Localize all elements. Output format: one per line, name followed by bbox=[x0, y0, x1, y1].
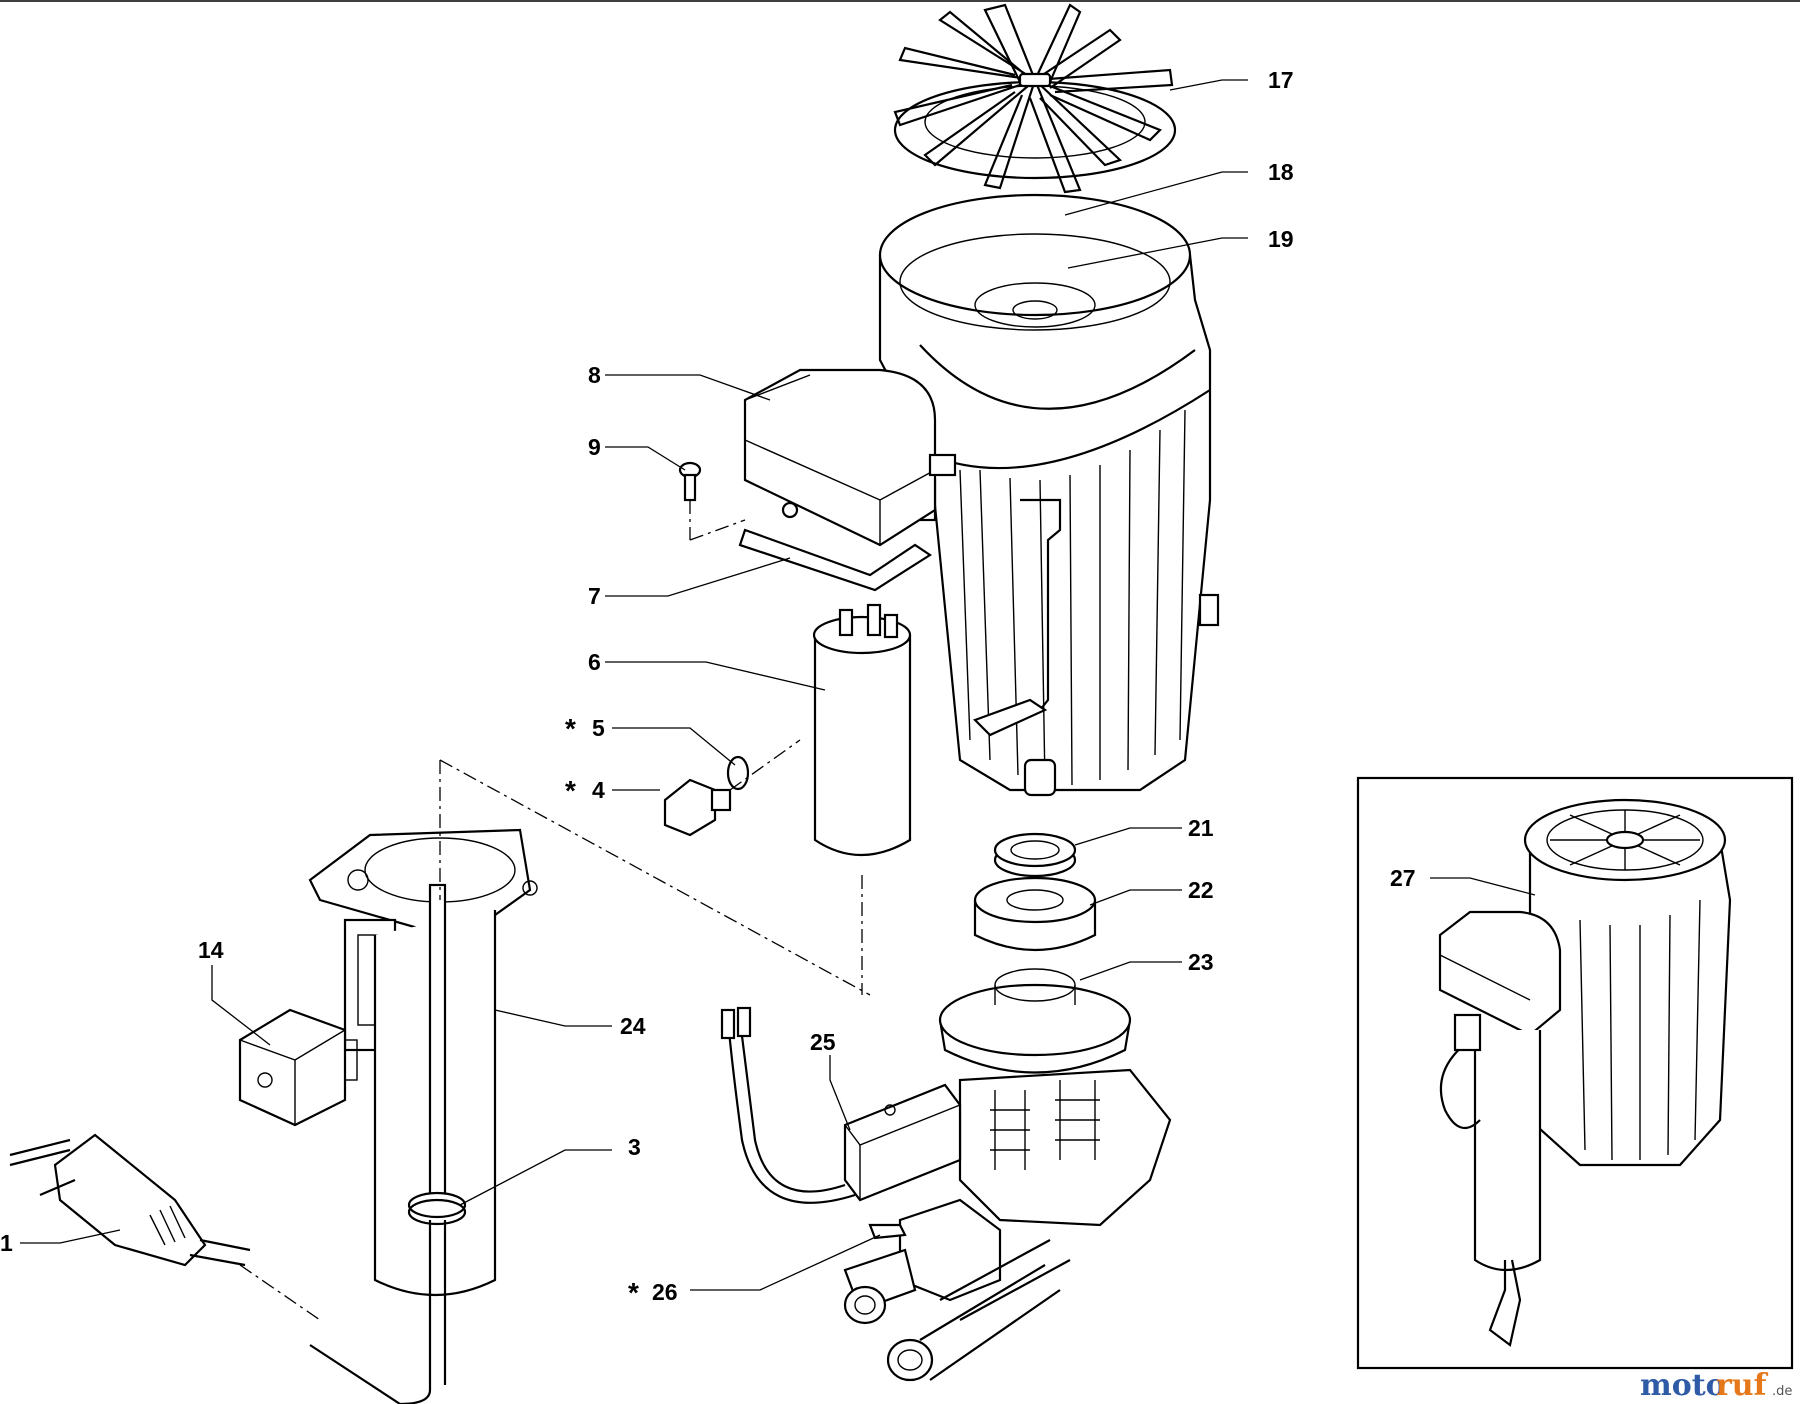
label-3: 3 bbox=[628, 1134, 641, 1160]
pump-head bbox=[843, 1068, 1172, 1382]
o-ring-plug bbox=[726, 755, 750, 791]
label-9: 9 bbox=[588, 434, 601, 460]
asterisk-26: * bbox=[628, 1277, 639, 1308]
drain-plug bbox=[663, 739, 801, 837]
bearing-housing bbox=[973, 876, 1097, 952]
label-23: 23 bbox=[1188, 949, 1214, 975]
assembled-unit-inset bbox=[1356, 776, 1794, 1370]
pump-flange bbox=[938, 968, 1132, 1074]
asterisk-4: * bbox=[565, 775, 576, 806]
pressure-switch bbox=[720, 1006, 962, 1204]
cable-grommet bbox=[407, 1191, 467, 1226]
label-24: 24 bbox=[620, 1013, 646, 1039]
label-22: 22 bbox=[1188, 877, 1214, 903]
label-8: 8 bbox=[588, 362, 601, 388]
fan-impeller bbox=[893, 3, 1177, 194]
leader-lines bbox=[20, 79, 1536, 1291]
watermark-brand-b: ruf bbox=[1716, 1368, 1769, 1403]
label-6: 6 bbox=[588, 649, 601, 675]
on-off-switch bbox=[238, 1008, 358, 1127]
label-17: 17 bbox=[1268, 67, 1294, 93]
label-7: 7 bbox=[588, 583, 601, 609]
label-14: 14 bbox=[198, 937, 224, 963]
motor-housing bbox=[878, 193, 1220, 797]
label-4: 4 bbox=[592, 777, 605, 803]
lower-bearing bbox=[993, 832, 1077, 878]
label-26: 26 bbox=[652, 1279, 678, 1305]
watermark-suffix: .de bbox=[1772, 1384, 1792, 1399]
label-21: 21 bbox=[1188, 815, 1214, 841]
asterisk-5: * bbox=[565, 713, 576, 744]
mains-plug bbox=[9, 1133, 251, 1267]
label-25: 25 bbox=[810, 1029, 836, 1055]
label-18: 18 bbox=[1268, 159, 1294, 185]
watermark: moto ruf .de bbox=[1640, 1368, 1792, 1403]
retaining-clip bbox=[868, 1223, 907, 1240]
label-27: 27 bbox=[1390, 865, 1416, 891]
label-5: 5 bbox=[592, 715, 605, 741]
terminal-box-cover bbox=[743, 368, 957, 547]
label-1: 1 bbox=[0, 1230, 13, 1256]
part-labels: 17 18 19 8 9 7 6 * 5 * 4 21 22 23 14 24 … bbox=[0, 67, 1416, 1308]
capacitor-housing bbox=[308, 759, 871, 1297]
terminal-box-gasket bbox=[738, 528, 933, 592]
watermark-brand-a: moto bbox=[1640, 1368, 1726, 1403]
run-capacitor bbox=[812, 603, 912, 995]
cover-screw bbox=[678, 461, 746, 541]
label-19: 19 bbox=[1268, 226, 1294, 252]
